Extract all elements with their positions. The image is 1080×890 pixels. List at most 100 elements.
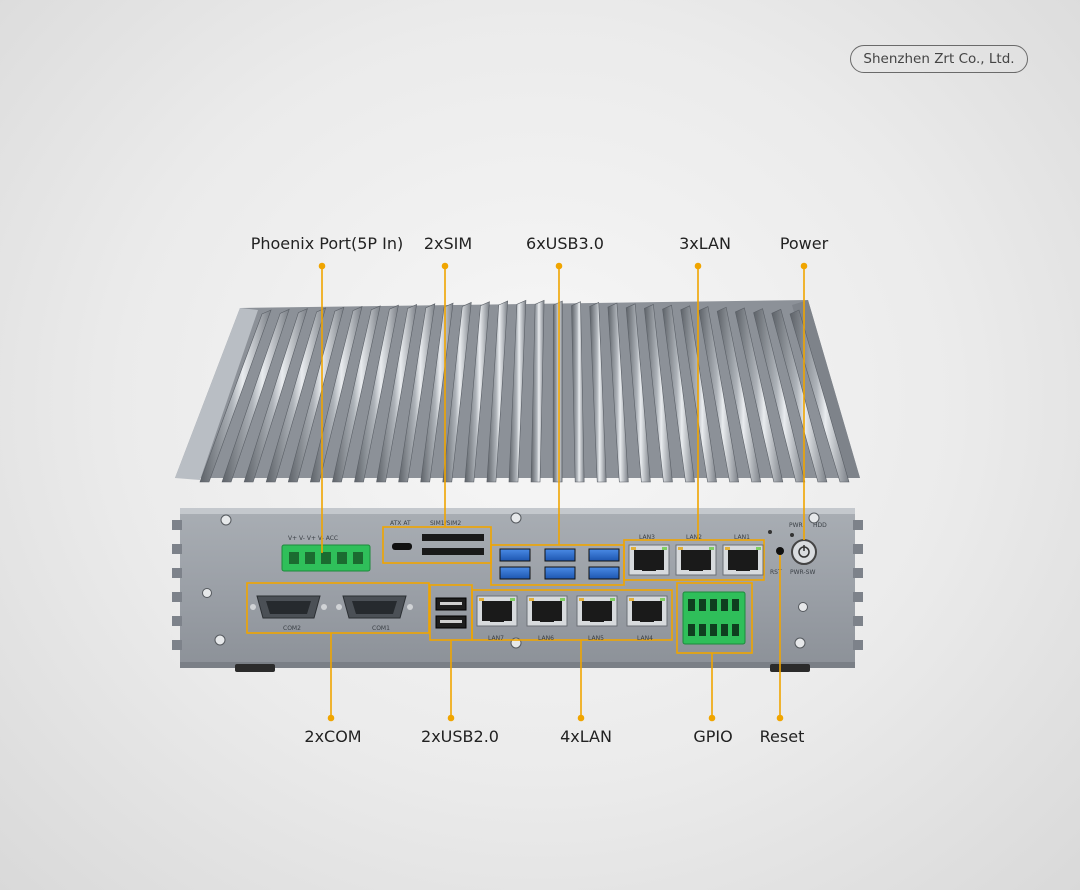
heatsink-fin: [771, 308, 828, 483]
callout-lan3: 3xLAN: [679, 234, 731, 253]
side-rib: [172, 520, 182, 530]
heatsink-fin: [287, 306, 345, 483]
usb3-port: [499, 566, 531, 580]
com-port-1: [250, 595, 327, 619]
usb3-ports: [499, 548, 620, 580]
foot-right: [770, 664, 810, 672]
gpio-pin: [688, 599, 695, 611]
gpio-pin: [732, 599, 739, 611]
screw: [220, 514, 232, 526]
heatsink-fin: [735, 307, 784, 483]
side-rib: [853, 520, 863, 530]
rj45-port: [526, 595, 568, 627]
lan3-label: LAN3: [639, 534, 655, 541]
gpio-pin: [688, 624, 695, 636]
screw: [510, 512, 522, 524]
sim-slot-2: [422, 548, 484, 555]
heatsink-fin: [644, 304, 673, 483]
rj45-port: [476, 595, 518, 627]
brand-badge: Shenzhen Zrt Co., Ltd.: [850, 45, 1028, 73]
lan1-label: LAN1: [734, 534, 750, 541]
rst-label: RST: [770, 569, 782, 576]
hdd-led-label: HDD: [813, 522, 827, 529]
heatsink-fin: [398, 303, 436, 483]
heatsink-fin: [552, 300, 563, 483]
screw: [202, 588, 212, 598]
rj45-port: [722, 544, 764, 576]
gpio-pin: [699, 599, 706, 611]
screw: [808, 512, 820, 524]
rj45-port: [675, 544, 717, 576]
heatsink-fin: [376, 303, 418, 483]
heatsink-fin: [199, 309, 272, 483]
reset-button: [776, 547, 784, 555]
heatsink-fin: [309, 306, 363, 483]
heatsink-fin: [607, 302, 629, 483]
com2-label: COM2: [283, 625, 301, 632]
gpio-pin: [710, 624, 717, 636]
foot-left: [235, 664, 275, 672]
usb3-port: [588, 548, 620, 562]
usb3-port: [544, 548, 576, 562]
screw: [798, 602, 808, 612]
side-rib: [172, 592, 182, 602]
callout-power: Power: [779, 234, 829, 253]
lan4-label: LAN4: [637, 635, 653, 642]
pwr-sw-label: PWR-SW: [790, 569, 815, 576]
side-rib: [172, 544, 182, 554]
gpio-pin: [710, 599, 717, 611]
lan5-label: LAN5: [588, 635, 604, 642]
power-button: [791, 539, 817, 565]
callout-usb2: 2xUSB2.0: [421, 727, 499, 746]
lan7-label: LAN7: [488, 635, 504, 642]
side-rib: [853, 616, 863, 626]
com1-label: COM1: [372, 625, 390, 632]
rj45-port: [628, 544, 670, 576]
callout-sim: 2xSIM: [423, 234, 473, 253]
rj45-port: [626, 595, 668, 627]
gpio-pin: [721, 599, 728, 611]
pwr-led: [768, 530, 772, 534]
heatsink-fin: [589, 301, 607, 483]
heatsink-fin: [662, 304, 695, 483]
callout-com: 2xCOM: [304, 727, 362, 746]
screw: [214, 634, 226, 646]
atx-label: ATX AT: [390, 520, 411, 527]
callout-gpio: GPIO: [693, 727, 733, 746]
heatsink-fin: [464, 301, 490, 483]
com-port-2: [336, 595, 413, 619]
usb3-port: [588, 566, 620, 580]
phoenix-pin-label: V+ V- V+ V- ACC: [288, 535, 338, 542]
side-rib: [853, 544, 863, 554]
heatsink-fin: [753, 308, 806, 483]
gpio-connector: [682, 591, 746, 645]
heatsink-fin: [530, 299, 545, 483]
heatsink-fin: [571, 301, 585, 483]
callout-phoenix: Phoenix Port(5P In): [250, 234, 404, 253]
heatsink-fin: [243, 308, 308, 483]
heatsink-fin: [265, 307, 327, 483]
usb3-port: [544, 566, 576, 580]
side-rib: [172, 616, 182, 626]
heatsink-fin: [698, 306, 740, 483]
callout-reset: Reset: [759, 727, 805, 746]
lan6-label: LAN6: [538, 635, 554, 642]
usb3-port: [499, 548, 531, 562]
heatsink-fin: [625, 303, 651, 483]
heatsink-fin: [508, 299, 527, 483]
gpio-pin: [699, 624, 706, 636]
heatsink-fin: [354, 304, 399, 483]
heatsink-fins: [199, 299, 850, 483]
brand-text: Shenzhen Zrt Co., Ltd.: [863, 51, 1015, 67]
callout-usb3: 6xUSB3.0: [526, 234, 604, 253]
pwr-led-label: PWR: [789, 522, 803, 529]
heatsink-fin: [442, 301, 472, 483]
callout-lan4: 4xLAN: [560, 727, 612, 746]
rj45-port: [576, 595, 618, 627]
atx-switch: [392, 543, 412, 550]
side-rib: [853, 592, 863, 602]
lan2-label: LAN2: [686, 534, 702, 541]
sim-slot-1: [422, 534, 484, 541]
side-rib: [172, 568, 182, 578]
